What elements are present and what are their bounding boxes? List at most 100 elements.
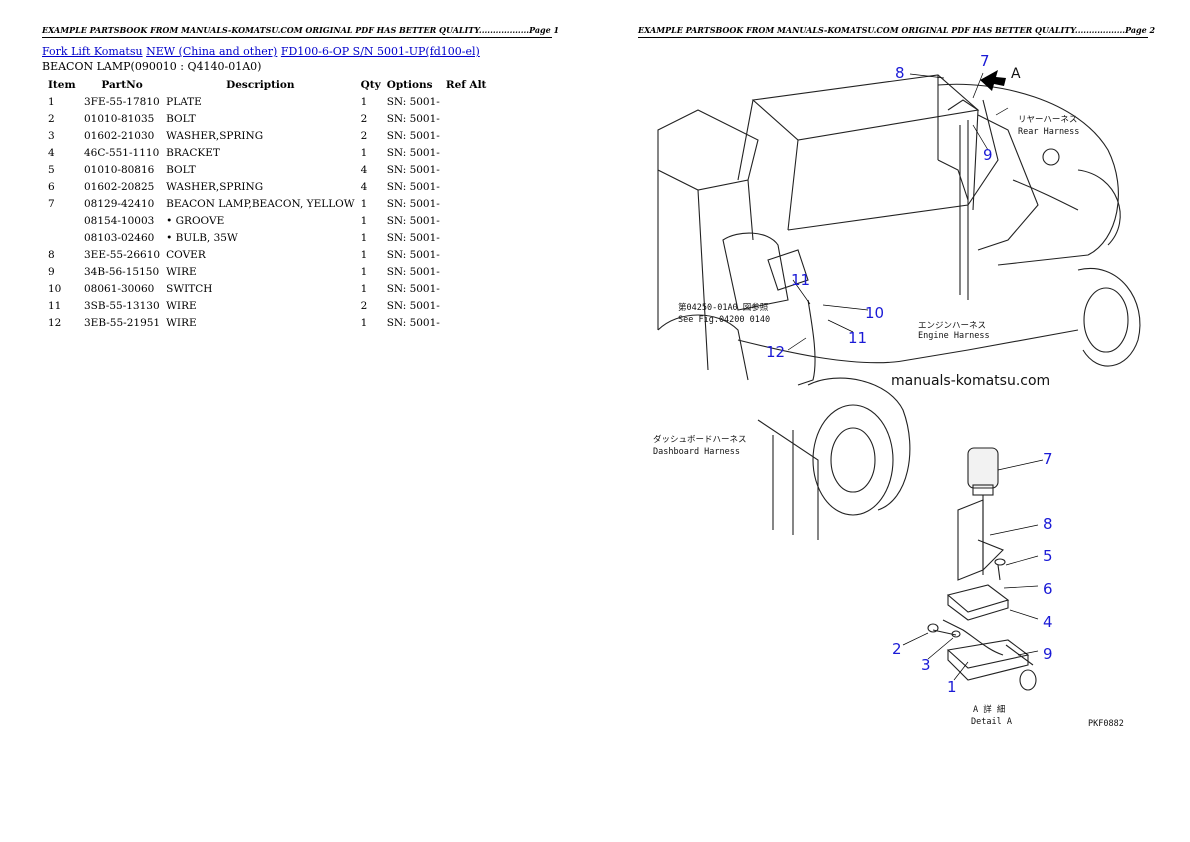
callout-9-top: 9: [983, 146, 993, 164]
cell-partno: 08103-02460: [84, 231, 155, 244]
cell-description: COVER: [166, 248, 206, 261]
callout-6: 6: [1043, 580, 1053, 598]
cell-qty: 1: [360, 197, 368, 210]
cell-refalt: [443, 314, 490, 331]
cell-options: SN: 5001-: [386, 299, 440, 312]
cell-qty: 1: [360, 146, 368, 159]
cell-qty: 1: [360, 282, 368, 295]
col-refalt: Ref Alt: [445, 78, 487, 91]
table-header-row: Item PartNo Description Qty Options Ref …: [42, 76, 489, 93]
cell-partno: 3SB-55-13130: [84, 299, 160, 312]
cell-refalt: [443, 246, 490, 263]
cell-options: SN: 5001-: [386, 146, 440, 159]
see-fig-label: See Fig.04200 0140: [678, 315, 770, 325]
col-partno: PartNo: [101, 78, 143, 91]
callout-2: 2: [892, 640, 902, 658]
forklift-line-drawing: [657, 74, 1141, 540]
cell-refalt: [443, 110, 490, 127]
callout-12: 12: [766, 343, 785, 361]
cell-refalt: [443, 144, 490, 161]
dashboard-harness-jp: ダッシュボードハーネス: [653, 434, 747, 445]
cell-item: 3: [48, 129, 55, 142]
rear-harness-label: Rear Harness: [1018, 127, 1079, 137]
cell-options: SN: 5001-: [386, 129, 440, 142]
cell-partno: 01602-21030: [84, 129, 155, 142]
cell-refalt: [443, 212, 490, 229]
cell-qty: 2: [360, 129, 368, 142]
cell-options: SN: 5001-: [386, 180, 440, 193]
cell-description: PLATE: [166, 95, 202, 108]
view-a-arrow: [980, 70, 1006, 91]
cell-qty: 1: [360, 214, 368, 227]
breadcrumb-link-model[interactable]: FD100-6-OP S/N 5001-UP(fd100-el): [280, 45, 480, 58]
parts-diagram: A 7 8 9 11 10 11 12 7 8 5 6 4 9 2 3 1 リヤ…: [638, 40, 1153, 740]
cell-qty: 1: [360, 316, 368, 329]
drawing-code: PKF0882: [1088, 719, 1124, 729]
cell-description: WIRE: [166, 265, 197, 278]
cell-item: 10: [48, 282, 62, 295]
rear-harness-jp: リヤーハーネス: [1018, 115, 1077, 125]
cell-options: SN: 5001-: [386, 316, 440, 329]
table-row: 08154-10003 • GROOVE 1 SN: 5001-: [42, 212, 489, 229]
cell-qty: 1: [360, 231, 368, 244]
callout-5: 5: [1043, 547, 1053, 565]
cell-description: BEACON LAMP,BEACON, YELLOW: [166, 197, 355, 210]
cell-partno: 3EE-55-26610: [84, 248, 161, 261]
cell-partno: 08129-42410: [84, 197, 155, 210]
breadcrumb: Fork Lift Komatsu NEW (China and other) …: [42, 45, 480, 58]
col-qty: Qty: [360, 78, 381, 91]
callout-10: 10: [865, 304, 884, 322]
cell-options: SN: 5001-: [386, 282, 440, 295]
cell-item: 5: [48, 163, 55, 176]
cell-options: SN: 5001-: [386, 214, 440, 227]
detail-a-jp: A 詳 細: [973, 704, 1005, 715]
breadcrumb-link-region[interactable]: NEW (China and other): [146, 45, 278, 58]
cell-description: BOLT: [166, 163, 196, 176]
cell-description: • BULB, 35W: [166, 231, 238, 244]
cell-item: 12: [48, 316, 62, 329]
cell-qty: 4: [360, 180, 368, 193]
page-header-1: EXAMPLE PARTSBOOK FROM MANUALS-KOMATSU.C…: [42, 25, 559, 38]
col-options: Options: [386, 78, 433, 91]
cell-refalt: [443, 229, 490, 246]
cell-refalt: [443, 127, 490, 144]
cell-item: 8: [48, 248, 55, 261]
cell-description: WASHER,SPRING: [166, 180, 264, 193]
cell-partno: 08061-30060: [84, 282, 155, 295]
callout-3: 3: [921, 656, 931, 674]
breadcrumb-link-forklift[interactable]: Fork Lift Komatsu: [42, 45, 143, 58]
cell-options: SN: 5001-: [386, 248, 440, 261]
cell-refalt: [443, 195, 490, 212]
view-a-label: A: [1011, 66, 1021, 82]
col-item: Item: [48, 78, 76, 91]
detail-a-drawing: [927, 447, 1037, 691]
cell-qty: 2: [360, 299, 368, 312]
watermark: manuals-komatsu.com: [891, 373, 1050, 389]
cell-refalt: [443, 178, 490, 195]
callout-7-top: 7: [980, 52, 990, 70]
cell-options: SN: 5001-: [386, 231, 440, 244]
cell-description: • GROOVE: [166, 214, 225, 227]
section-title: BEACON LAMP(090010 : Q4140-01A0): [42, 60, 262, 73]
cell-item: 2: [48, 112, 55, 125]
cell-qty: 2: [360, 112, 368, 125]
cell-partno: 08154-10003: [84, 214, 155, 227]
cell-refalt: [443, 161, 490, 178]
cell-item: [42, 229, 81, 246]
cell-item: 4: [48, 146, 55, 159]
callout-7: 7: [1043, 450, 1053, 468]
cell-options: SN: 5001-: [386, 112, 440, 125]
cell-refalt: [443, 280, 490, 297]
cell-description: WASHER,SPRING: [166, 129, 264, 142]
callout-4: 4: [1043, 613, 1053, 631]
cell-partno: 01010-81035: [84, 112, 155, 125]
cell-partno: 46C-551-1110: [84, 146, 160, 159]
cell-qty: 1: [360, 95, 368, 108]
cell-partno: 01010-80816: [84, 163, 155, 176]
page-header-2: EXAMPLE PARTSBOOK FROM MANUALS-KOMATSU.C…: [638, 25, 1155, 38]
cell-partno: 3FE-55-17810: [84, 95, 160, 108]
